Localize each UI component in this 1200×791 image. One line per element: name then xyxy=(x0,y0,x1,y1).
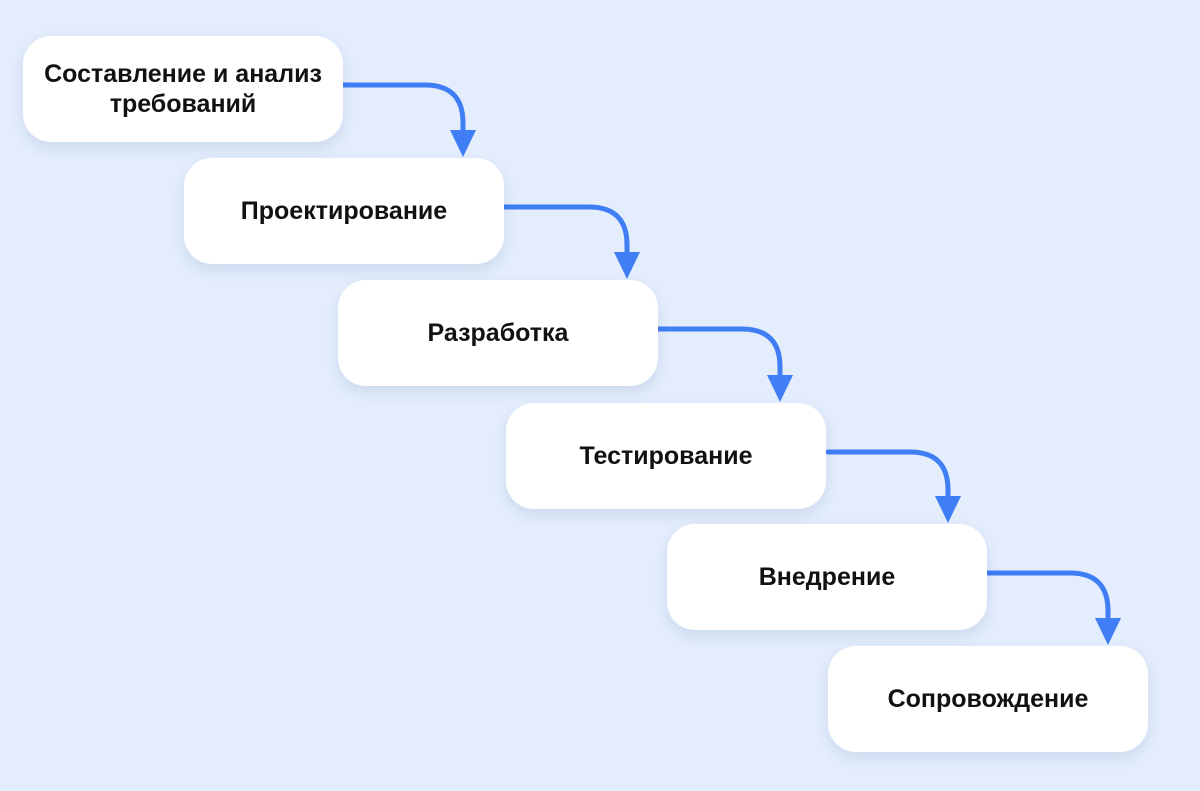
connector-line-4-5 xyxy=(825,449,951,503)
connector-line-2-3 xyxy=(502,204,630,259)
step-label: Разработка xyxy=(427,319,569,347)
arrowhead-icon xyxy=(614,252,640,279)
step-testing: Тестирование xyxy=(506,403,826,509)
arrowhead-icon xyxy=(450,130,476,157)
arrowhead-icon xyxy=(767,375,793,402)
step-deployment: Внедрение xyxy=(667,524,987,630)
step-label: Составление и анализ требований xyxy=(44,60,322,118)
step-label: Внедрение xyxy=(758,563,896,591)
arrowhead-icon xyxy=(1095,618,1121,645)
step-requirements: Составление и анализ требований xyxy=(23,36,343,142)
arrowhead-icon xyxy=(935,496,961,523)
connector-line-5-6 xyxy=(985,570,1111,625)
step-label: Сопровождение xyxy=(887,685,1089,713)
step-label: Тестирование xyxy=(579,442,753,470)
step-development: Разработка xyxy=(338,280,658,386)
connector-line-1-2 xyxy=(340,82,466,137)
step-design: Проектирование xyxy=(184,158,504,264)
connector-line-3-4 xyxy=(656,326,783,382)
step-maintenance: Сопровождение xyxy=(828,646,1148,752)
step-label: Проектирование xyxy=(240,197,448,225)
